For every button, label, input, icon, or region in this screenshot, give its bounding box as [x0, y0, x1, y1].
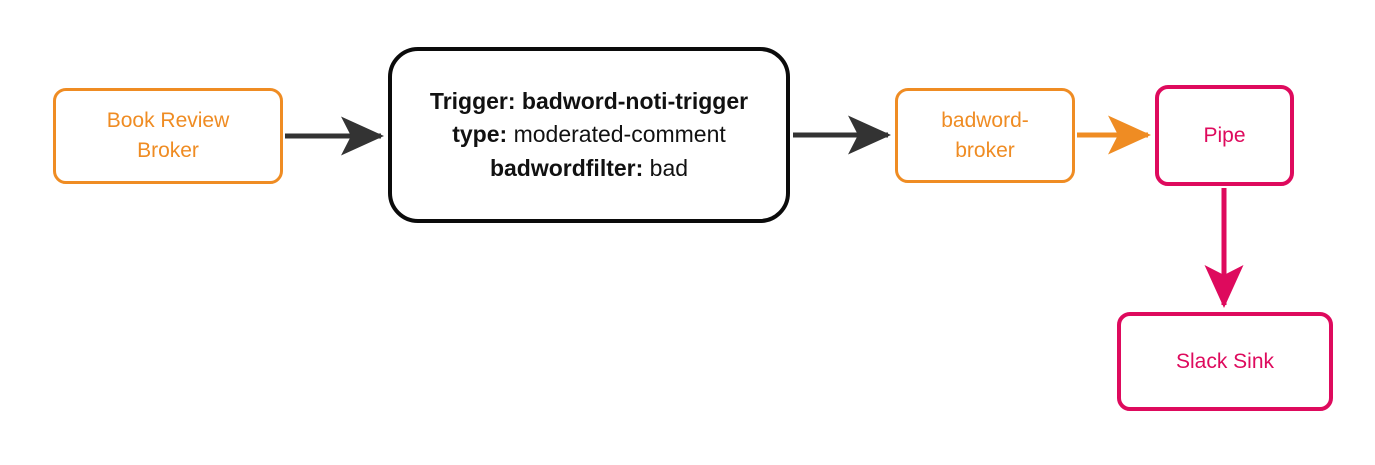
- node-book-review-broker-line1: Book Review: [106, 109, 230, 133]
- node-pipe[interactable]: Pipe: [1155, 85, 1294, 186]
- node-trigger-line-1: Trigger: badword-noti-trigger: [429, 88, 749, 115]
- node-trigger-line-3-value: bad: [649, 154, 689, 181]
- node-trigger-line-2-separator: :: [499, 121, 514, 148]
- node-trigger-line-3-key: badwordfilter: [489, 154, 636, 181]
- node-book-review-broker-line2: Broker: [137, 139, 199, 162]
- node-pipe-label: Pipe: [1203, 123, 1246, 147]
- node-trigger[interactable]: Trigger: badword-noti-trigger type: mode…: [388, 47, 790, 223]
- node-badword-broker-label: badword-broker: [935, 106, 1035, 166]
- node-trigger-line-3: badwordfilter: bad: [430, 152, 748, 185]
- node-trigger-label: Trigger: badword-noti-trigger type: mode…: [430, 85, 748, 184]
- node-trigger-line-2: type: moderated-comment: [430, 118, 748, 151]
- node-badword-broker[interactable]: badword-broker: [895, 88, 1075, 183]
- node-slack-sink-label: Slack Sink: [1175, 349, 1275, 373]
- node-badword-broker-line1: badword-: [941, 108, 1029, 132]
- node-trigger-line-2-value: moderated-comment: [513, 121, 726, 148]
- node-trigger-line-3-separator: :: [635, 154, 650, 181]
- node-badword-broker-line2: broker: [955, 138, 1015, 162]
- node-slack-sink[interactable]: Slack Sink: [1117, 312, 1333, 411]
- node-trigger-line-2-key: type: [452, 121, 500, 148]
